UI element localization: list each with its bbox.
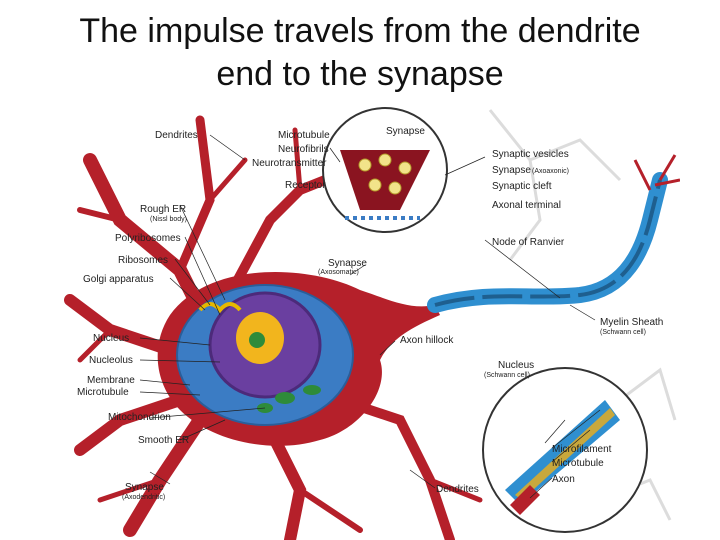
slide-title: The impulse travels from the dendrite en… — [0, 10, 720, 96]
label-rough-er-sub: (Nissl body) — [150, 216, 187, 223]
title-line-2: end to the synapse — [0, 53, 720, 96]
axon — [435, 155, 680, 305]
label-golgi: Golgi apparatus — [83, 274, 154, 285]
label-myelin-sheath-sub: (Schwann cell) — [600, 329, 646, 336]
label-rough-er: Rough ER — [140, 204, 186, 215]
label-node-of-ranvier: Node of Ranvier — [492, 237, 565, 248]
label-microfilament: Microfilament — [552, 444, 612, 455]
label-synaptic-vesicles: Synaptic vesicles — [492, 149, 569, 160]
nucleolus-core — [249, 332, 265, 348]
label-ribosomes: Ribosomes — [118, 255, 168, 266]
label-synapse-axoaxonic: Synapse — [492, 165, 531, 176]
label-synapse-inset: Synapse — [386, 126, 425, 137]
label-receptor: Receptor — [285, 180, 326, 191]
label-microtubule-inset: Microtubule — [552, 458, 604, 469]
label-dendrites-bottom: Dendrites — [436, 484, 479, 495]
label-nucleolus: Nucleolus — [89, 355, 133, 366]
synapse-inset — [323, 108, 447, 232]
label-synapse-axoaxonic-sub: (Axoaxonic) — [532, 168, 569, 175]
label-axonal-terminal: Axonal terminal — [492, 200, 561, 211]
label-nucleus-schwann: Nucleus — [498, 360, 534, 371]
title-line-1: The impulse travels from the dendrite — [0, 10, 720, 53]
label-dendrites-top: Dendrites — [155, 130, 198, 141]
label-nucleus-schwann-sub: (Schwann cell) — [484, 372, 530, 379]
label-synapse-axodendritic: Synapse — [125, 482, 164, 493]
label-neurofibrils: Neurofibrils — [278, 144, 329, 155]
label-synapse-axodendritic-sub: (Axodendritic) — [122, 494, 165, 501]
label-synapse-axosomatic-sub: (Axosomatic) — [318, 269, 359, 276]
label-synapse-axosomatic: Synapse — [328, 258, 367, 269]
label-mitochondrion: Mitochondrion — [108, 412, 171, 423]
label-microtubule-left: Microtubule — [77, 387, 129, 398]
label-myelin-sheath: Myelin Sheath — [600, 317, 663, 328]
label-polyribosomes: Polyribosomes — [115, 233, 181, 244]
neuron-diagram: Dendrites Microtubule Neurofibrils Neuro… — [60, 100, 680, 540]
label-neurotransmitter: Neurotransmitter — [252, 158, 327, 169]
label-microtubule-top: Microtubule — [278, 130, 330, 141]
label-membrane: Membrane — [87, 375, 135, 386]
label-axon: Axon — [552, 474, 575, 485]
label-nucleus: Nucleus — [93, 333, 129, 344]
label-axon-hillock: Axon hillock — [400, 335, 454, 346]
label-synaptic-cleft: Synaptic cleft — [492, 181, 552, 192]
label-smooth-er: Smooth ER — [138, 435, 189, 446]
